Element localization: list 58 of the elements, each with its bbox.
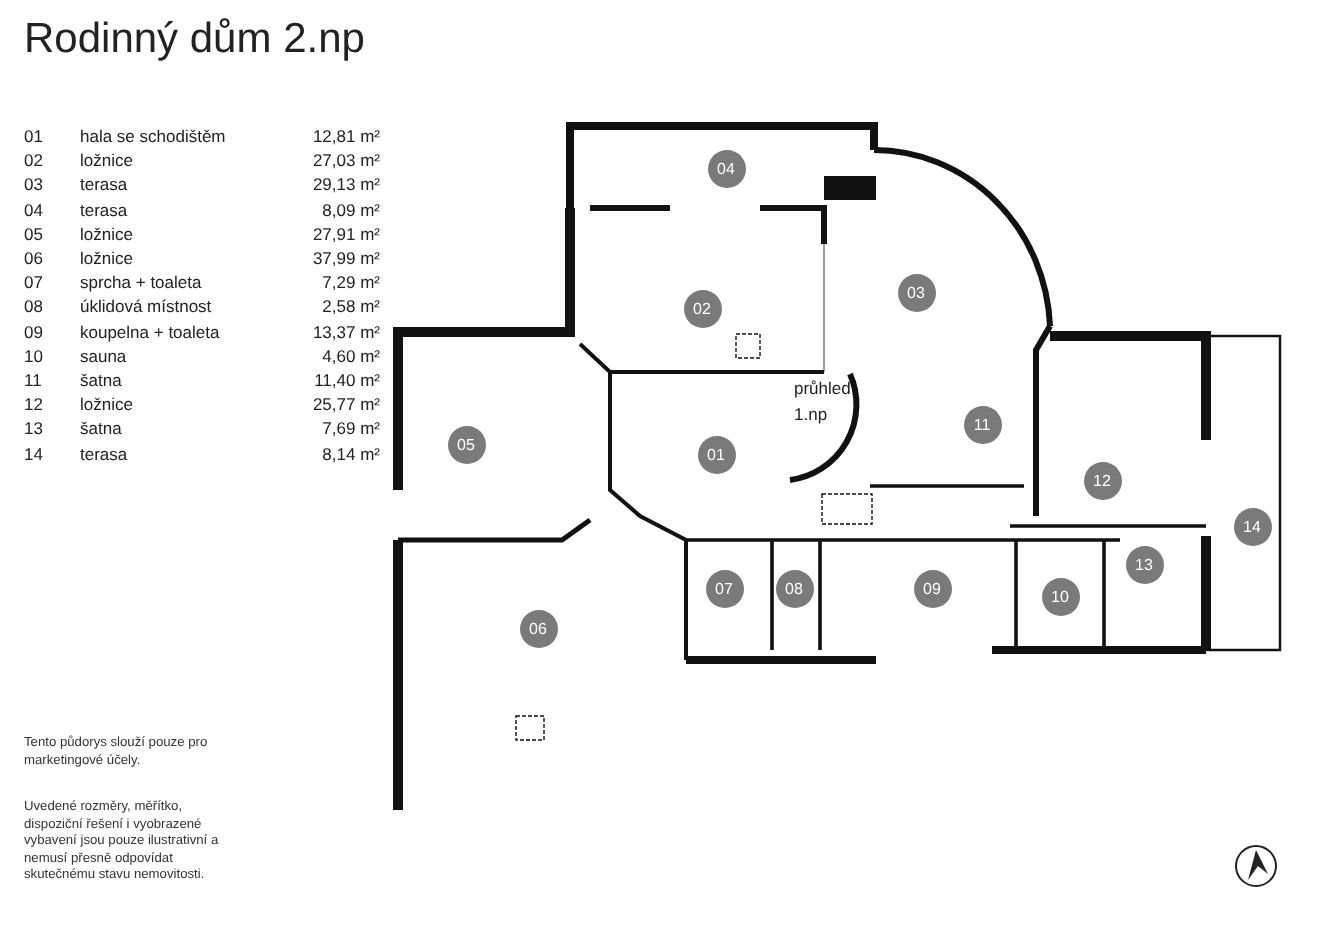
room-area: 4,60 m² bbox=[322, 345, 380, 366]
room-code: 11 bbox=[24, 370, 42, 390]
room-code: 08 bbox=[24, 296, 43, 317]
room-area: 37,99 m² bbox=[312, 248, 380, 268]
room-number: 08 bbox=[775, 569, 813, 607]
room-name: hala se schodištěm bbox=[80, 126, 226, 146]
room-number: 14 bbox=[1233, 507, 1271, 545]
room-name: ložnice bbox=[80, 150, 133, 171]
room-code: 03 bbox=[24, 174, 43, 195]
room-number: 01 bbox=[697, 435, 735, 473]
room-name: šatna bbox=[80, 370, 122, 390]
room-name: terasa bbox=[80, 174, 128, 195]
room-number: 06 bbox=[519, 609, 557, 647]
room-area: 27,03 m² bbox=[312, 150, 380, 171]
room-area: 11,40 m² bbox=[314, 370, 380, 390]
room-name: ložnice bbox=[80, 223, 133, 244]
room-area: 29,13 m² bbox=[312, 174, 380, 195]
room-code: 13 bbox=[24, 418, 43, 439]
room-area: 13,37 m² bbox=[312, 321, 380, 342]
room-name: ložnice bbox=[80, 394, 133, 415]
room-area: 7,29 m² bbox=[322, 272, 380, 293]
room-number: 09 bbox=[913, 569, 951, 607]
room-number: 07 bbox=[705, 569, 743, 607]
room-name: koupelna + toaleta bbox=[80, 321, 220, 342]
room-name: ložnice bbox=[80, 248, 133, 268]
room-name: šatna bbox=[80, 418, 122, 439]
room-number: 13 bbox=[1125, 545, 1163, 583]
room-number: 11 bbox=[963, 405, 1001, 443]
room-number: 05 bbox=[447, 425, 485, 463]
room-name: terasa bbox=[80, 199, 128, 220]
room-name: úklidová místnost bbox=[80, 296, 212, 317]
room-number: 12 bbox=[1083, 461, 1121, 499]
room-code: 06 bbox=[24, 248, 43, 268]
room-area: 8,09 m² bbox=[322, 199, 380, 220]
room-area: 2,58 m² bbox=[322, 296, 380, 317]
room-code: 02 bbox=[24, 150, 43, 171]
room-name: sprcha + toaleta bbox=[80, 272, 202, 293]
room-number: 03 bbox=[897, 273, 935, 311]
room-name: sauna bbox=[80, 345, 127, 366]
room-code: 01 bbox=[24, 126, 43, 146]
page-title: Rodinný dům 2.np bbox=[24, 16, 365, 64]
room-area: 7,69 m² bbox=[322, 418, 380, 439]
room-number: 10 bbox=[1041, 577, 1079, 615]
room-code: 04 bbox=[24, 199, 43, 220]
room-code: 14 bbox=[24, 443, 43, 464]
room-area: 12,81 m² bbox=[312, 126, 380, 146]
room-name: terasa bbox=[80, 443, 128, 464]
room-code: 12 bbox=[24, 394, 43, 415]
room-area: 8,14 m² bbox=[322, 443, 380, 464]
room-number: 04 bbox=[707, 149, 745, 187]
room-code: 10 bbox=[24, 345, 43, 366]
room-code: 09 bbox=[24, 321, 43, 342]
room-area: 27,91 m² bbox=[312, 223, 380, 244]
floor-note: průhled 1.np bbox=[794, 376, 846, 428]
room-code: 07 bbox=[24, 272, 43, 293]
room-number: 02 bbox=[683, 289, 721, 327]
room-code: 05 bbox=[24, 223, 43, 244]
room-area: 25,77 m² bbox=[312, 394, 380, 415]
